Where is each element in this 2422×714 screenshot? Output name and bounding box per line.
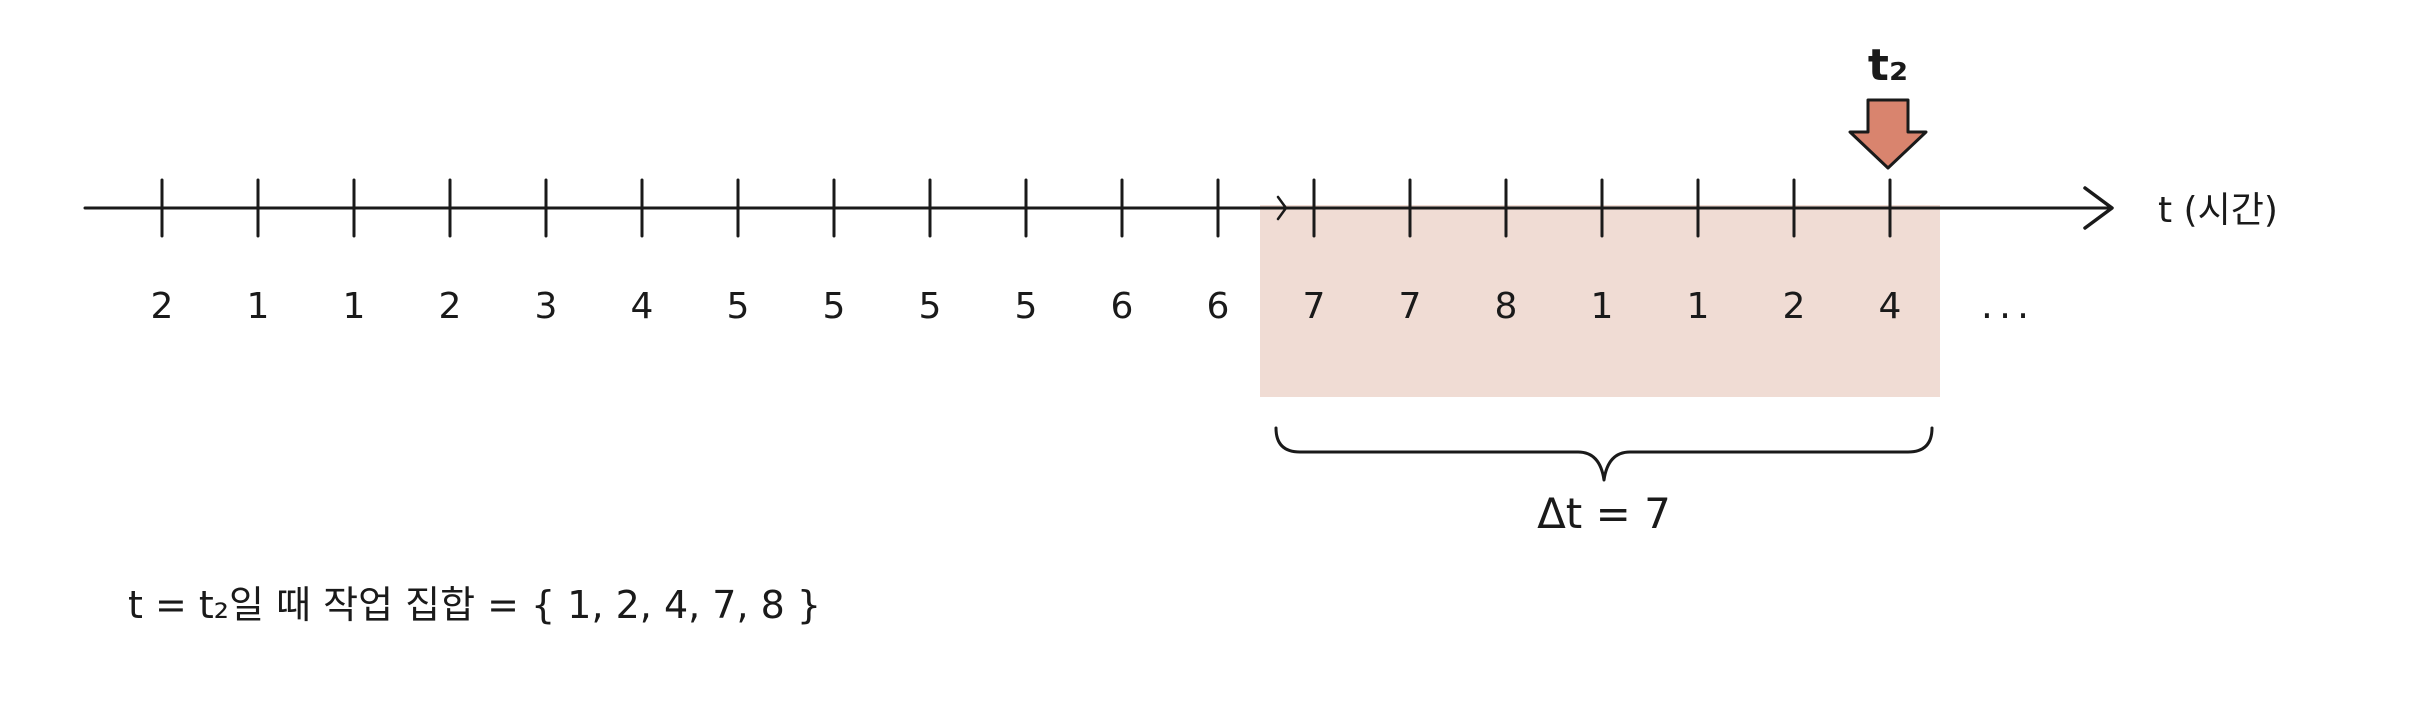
sequence-number: 6 [1207, 286, 1230, 327]
sequence-number-group: 2 1 1 2 3 4 5 5 5 5 6 6 7 7 8 1 1 2 4 [151, 286, 1902, 327]
window-brace [1274, 426, 1934, 482]
working-set-text: t = t₂일 때 작업 집합 = { 1, 2, 4, 7, 8 } [128, 583, 821, 627]
time-axis-arrowhead [2083, 186, 2114, 230]
sequence-number: 6 [1111, 286, 1134, 327]
marker-label: t₂ [1868, 40, 1908, 91]
marker-arrow-icon [1848, 98, 1928, 170]
sequence-number: 1 [343, 286, 366, 327]
axis-label: t (시간) [2158, 190, 2278, 231]
window-highlight [1260, 205, 1940, 397]
tick-group [160, 178, 1892, 238]
sequence-number: 7 [1399, 286, 1422, 327]
sequence-number: 5 [727, 286, 750, 327]
sequence-number: 7 [1303, 286, 1326, 327]
sequence-number: 5 [823, 286, 846, 327]
sequence-number: 2 [439, 286, 462, 327]
sequence-number: 3 [535, 286, 558, 327]
window-start-mark [1276, 195, 1288, 221]
sequence-number: 4 [631, 286, 654, 327]
sequence-number: 4 [1879, 286, 1902, 327]
continuation-ellipsis: ... [1981, 283, 2035, 327]
sequence-number: 8 [1495, 286, 1518, 327]
sequence-number: 5 [919, 286, 942, 327]
sequence-number: 1 [1591, 286, 1614, 327]
sequence-number: 1 [1687, 286, 1710, 327]
sequence-number: 1 [247, 286, 270, 327]
window-size-label: Δt = 7 [1537, 489, 1671, 538]
sequence-number: 2 [1783, 286, 1806, 327]
sequence-number: 5 [1015, 286, 1038, 327]
sequence-number: 2 [151, 286, 174, 327]
